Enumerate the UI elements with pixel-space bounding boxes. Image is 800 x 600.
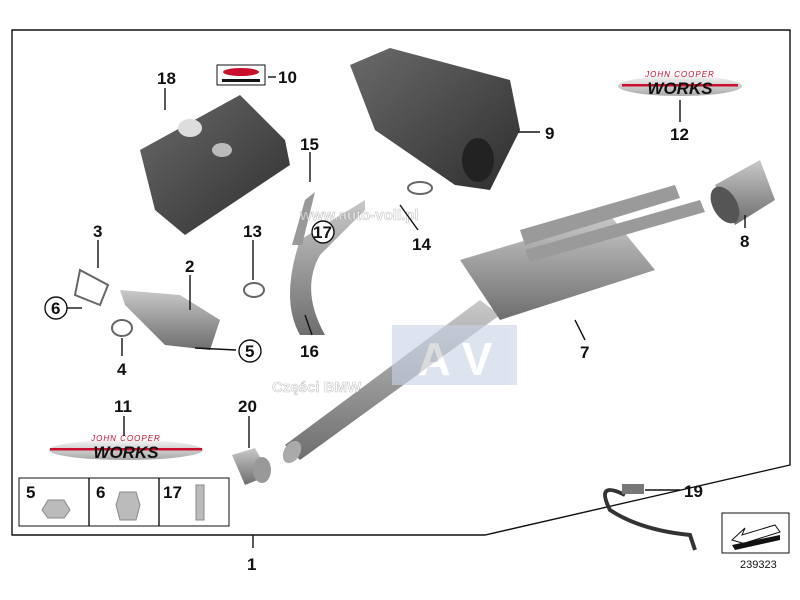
small-part-label: 17 [163,483,182,502]
diagram-number: 239323 [740,559,777,571]
orientation-icon [721,512,790,554]
watermark: www.auto-voll.pl A V Części BMW [272,207,517,396]
small-part-label: 5 [26,483,35,502]
callout-15: 15 [300,135,319,154]
callout-9: 9 [545,124,554,143]
callout-11: 11 [114,397,132,416]
watermark-url: www.auto-voll.pl [299,207,419,224]
callout-4: 4 [117,360,127,379]
logo-text-top: JOHN COOPER [90,434,161,443]
callout-18: 18 [157,69,176,88]
clamp-part[interactable] [232,448,271,485]
small-part-label: 6 [96,483,105,502]
engine-cover-part[interactable] [140,95,290,235]
callout-10: 10 [278,68,297,87]
callout-labels: 18 10 9 12 15 8 3 2 13 17 14 6 4 5 16 7 … [44,68,749,574]
callout-20: 20 [238,397,257,416]
jcw-logo-12: JOHN COOPER WORKS [618,70,742,98]
callout-8: 8 [740,232,749,251]
exhaust-manifold-part[interactable] [73,268,220,350]
downpipe-part[interactable] [243,181,433,335]
leader-lines [66,76,746,491]
callout-16: 16 [300,342,319,361]
callout-12: 12 [670,125,689,144]
badge-part[interactable] [216,64,266,86]
callout-7: 7 [580,343,589,362]
callout-14: 14 [412,235,431,254]
callout-17: 17 [313,223,332,242]
logo-text-main: WORKS [93,443,159,462]
watermark-letters: A V [418,333,493,385]
callout-5: 5 [245,342,254,361]
callout-19: 19 [684,482,703,501]
logo-text-top: JOHN COOPER [644,70,715,79]
flange-nut-icon [41,499,71,519]
callout-6: 6 [51,299,60,318]
assembly-frame [11,29,791,536]
sensor-part[interactable] [603,484,697,551]
callout-2: 2 [185,257,194,276]
callout-1: 1 [247,555,256,574]
small-parts-table: 5 6 17 [18,477,230,527]
logo-text-main: WORKS [647,79,713,98]
connector-icon [195,484,205,521]
jcw-logo-11: JOHN COOPER WORKS [49,434,203,462]
tailpipe-tip-part[interactable] [705,160,775,228]
watermark-caption: Części BMW [272,379,362,396]
air-box-part[interactable] [350,48,520,190]
callout-13: 13 [243,222,262,241]
callout-3: 3 [93,222,102,241]
collar-nut-icon [115,491,141,521]
